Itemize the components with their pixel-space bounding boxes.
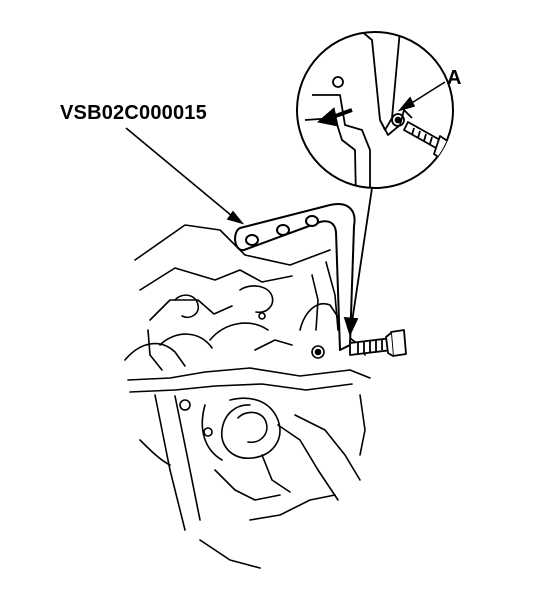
- engine-assembly: [124, 224, 371, 569]
- detail-pointer: [343, 187, 373, 337]
- special-tool-bracket: [234, 203, 356, 351]
- tool-leader-line: [125, 127, 245, 225]
- detail-view: [296, 31, 454, 189]
- direction-arrow-icon: [316, 107, 353, 127]
- mounting-bolt: [349, 329, 407, 357]
- callout-a-leader: [397, 81, 446, 112]
- tool-id-label: VSB02C000015: [60, 102, 207, 124]
- callout-a-label: A: [447, 67, 462, 89]
